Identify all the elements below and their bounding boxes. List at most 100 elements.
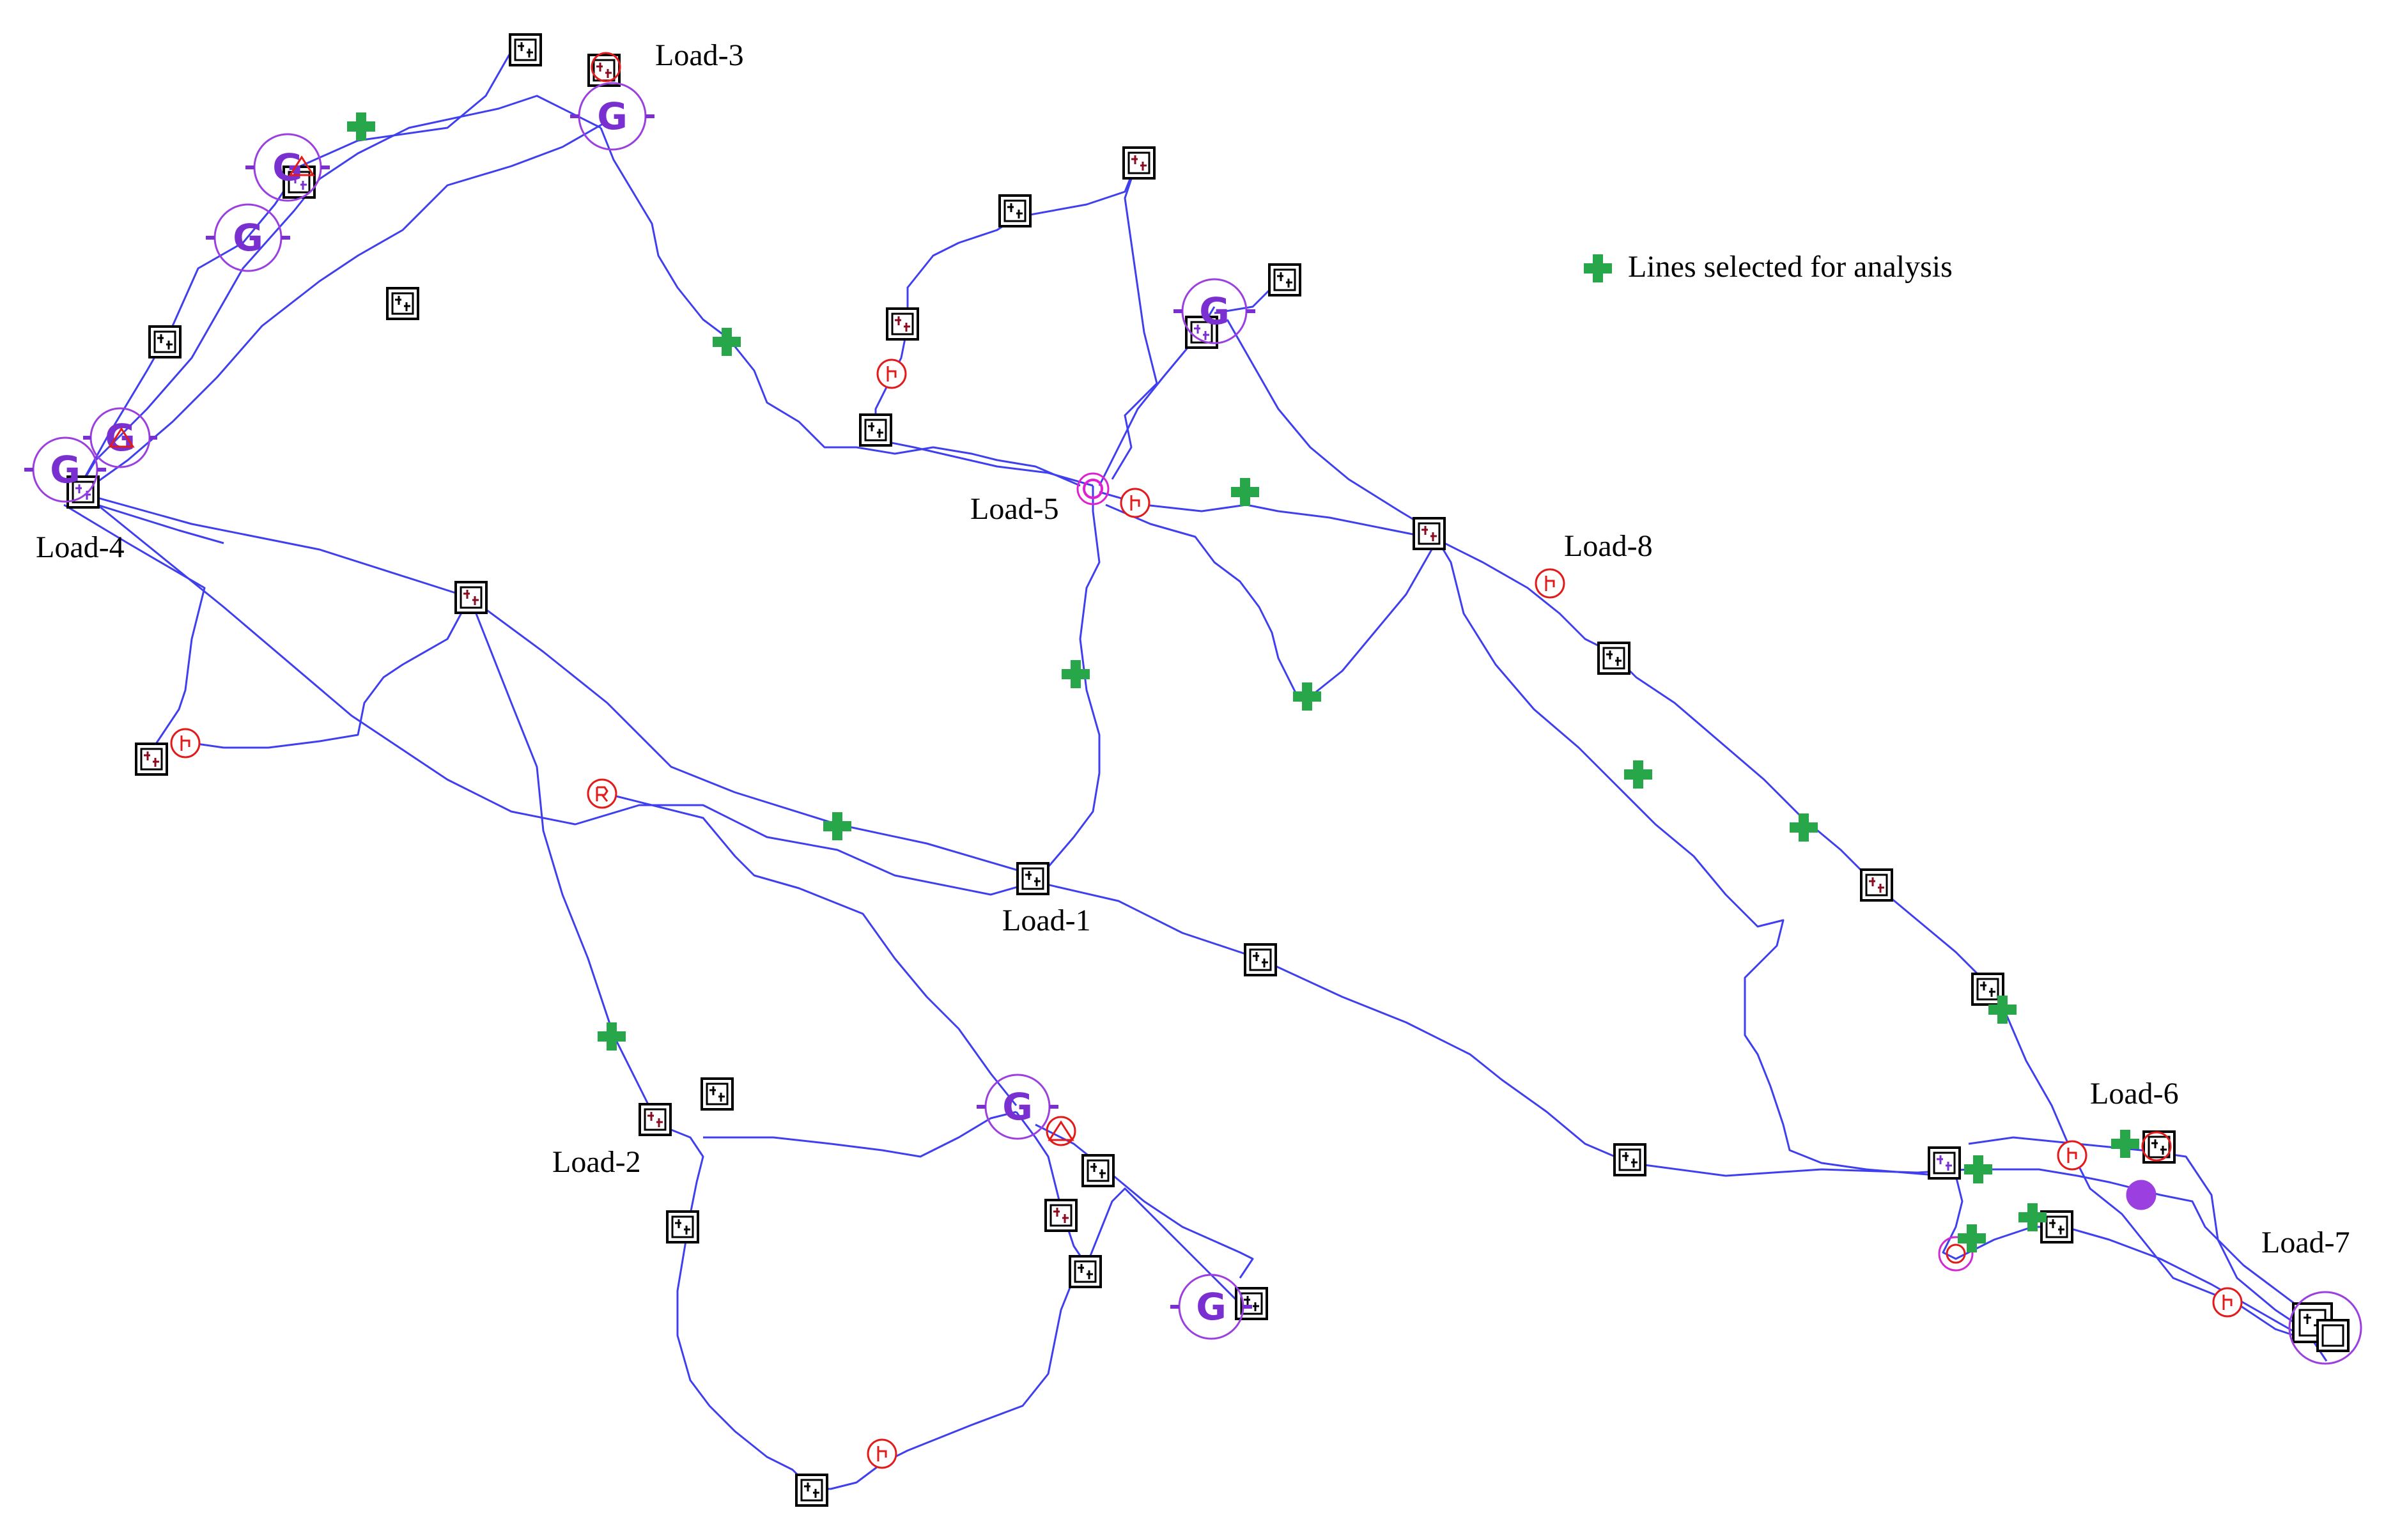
label-load-2: Load-2 — [552, 1145, 641, 1179]
substation-icon — [639, 1103, 672, 1136]
breaker-icon — [2057, 1140, 2087, 1171]
line-load4-sub2 — [76, 497, 224, 544]
line-load1-load5 — [1034, 486, 1101, 882]
breaker-icon — [170, 728, 201, 758]
generator-icon — [1076, 472, 1110, 505]
line-load8-corridor — [1431, 535, 2328, 1362]
line-load4-west-loop — [82, 120, 608, 493]
line-load4-sub1 — [76, 491, 470, 599]
substation-icon — [859, 413, 892, 447]
label-load-1: Load-1 — [1002, 904, 1091, 937]
substation-icon — [998, 194, 1032, 227]
green-cross-icon — [1964, 1155, 1992, 1183]
line-breaker-sub — [178, 597, 471, 749]
selected-line-markers — [347, 112, 2139, 1252]
line-load4-load1 — [89, 497, 1036, 896]
substation-icon — [509, 33, 542, 66]
line-load4-load3 — [75, 95, 601, 493]
substation-icon — [454, 581, 488, 614]
substation-icon — [666, 1210, 699, 1244]
substation-icon — [2040, 1210, 2073, 1244]
generator-icon — [2126, 1180, 2157, 1210]
green-cross-icon — [1988, 996, 2017, 1024]
substation-icon — [386, 287, 419, 320]
generator-icon: G — [1173, 278, 1255, 344]
line-sub-load2 — [469, 597, 660, 1125]
substation-icon — [1860, 868, 1893, 902]
label-load-6: Load-6 — [2090, 1077, 2179, 1111]
label-load-3: Load-3 — [655, 38, 744, 72]
generator-icon — [2288, 1291, 2362, 1365]
line-sub-top-gen — [1111, 159, 1158, 480]
breaker-icon — [867, 1438, 897, 1469]
line-load3-load5 — [600, 127, 1081, 487]
generator-icon: G — [24, 436, 106, 503]
substation-icon — [1268, 263, 1301, 296]
substation-icon — [2142, 1130, 2176, 1164]
substation-icon — [66, 475, 100, 509]
generator-icon: G — [83, 407, 157, 468]
generator-icon: G — [206, 203, 290, 272]
label-load-5: Load-5 — [970, 492, 1059, 526]
line-load1-load7 — [1035, 881, 1969, 1177]
substation-icon — [701, 1077, 734, 1111]
breaker-icon — [1535, 568, 1565, 599]
load-labels: Load-3 Load-4 Load-5 Load-8 Load-1 Load-… — [36, 38, 2350, 1259]
generator-letter: G — [1199, 289, 1230, 333]
green-cross-icon — [598, 1022, 626, 1051]
line-south-loop — [1942, 1175, 2302, 1337]
green-cross-icon — [1231, 478, 1259, 506]
breaker-icon — [1120, 488, 1150, 518]
line-load2-loop — [658, 1123, 1087, 1490]
generator-letter: G — [272, 146, 303, 189]
green-cross-icon — [1790, 813, 1818, 842]
generator-icon: G — [1170, 1274, 1252, 1340]
line-load2-gen — [703, 1111, 1017, 1158]
line-sub-load1-long — [469, 596, 1036, 877]
line-load6-loop — [1969, 1168, 2340, 1330]
generator-icon: G — [245, 133, 330, 202]
label-load-8: Load-8 — [1564, 529, 1653, 563]
green-cross-icon — [2018, 1203, 2047, 1231]
line-gen-southeast-stub — [1035, 1123, 1254, 1279]
generator-icon: G — [570, 82, 654, 151]
breakers — [108, 52, 2243, 1469]
generator-icon — [1938, 1236, 1974, 1272]
line-load5-cross-loop — [1105, 504, 1433, 698]
generator-letter: G — [233, 216, 263, 259]
line-load7-loop — [1968, 1136, 2340, 1350]
substation-icon — [135, 743, 168, 776]
label-load-7: Load-7 — [2261, 1226, 2350, 1259]
legend: Lines selected for analysis — [1584, 250, 1953, 284]
breaker-icon — [2212, 1287, 2243, 1318]
substation-icon — [2316, 1319, 2350, 1352]
substation-icon — [1613, 1143, 1646, 1176]
green-cross-icon — [823, 812, 851, 840]
green-cross-icon — [713, 328, 741, 356]
generators: G G G G G G G G — [24, 82, 2362, 1365]
green-cross-icon — [1584, 254, 1612, 282]
line-gen-southeast — [1226, 319, 1944, 1177]
substation-icon — [1069, 1255, 1102, 1288]
substation-icon — [1016, 862, 1049, 895]
line-load4-west-south — [63, 504, 206, 755]
green-cross-icon — [1062, 660, 1090, 688]
substation-icon — [1044, 1199, 1078, 1232]
substation-icon — [1597, 642, 1630, 675]
breaker-icon — [1046, 1116, 1076, 1146]
green-cross-icon — [2111, 1130, 2139, 1158]
substation-icon — [1413, 517, 1446, 550]
green-cross-icon — [1624, 760, 1652, 789]
breaker-icon — [587, 778, 617, 809]
generator-letter: G — [1002, 1085, 1033, 1128]
label-load-4: Load-4 — [36, 530, 125, 564]
generator-letter: G — [105, 416, 136, 459]
green-cross-icon — [347, 112, 375, 141]
generator-icon: G — [977, 1074, 1058, 1140]
generator-letter: G — [597, 95, 628, 138]
substation-icon — [1928, 1146, 1961, 1180]
breaker-icon — [2141, 1131, 2172, 1162]
transmission-lines — [63, 50, 2340, 1490]
substation-icon — [1235, 1287, 1268, 1320]
